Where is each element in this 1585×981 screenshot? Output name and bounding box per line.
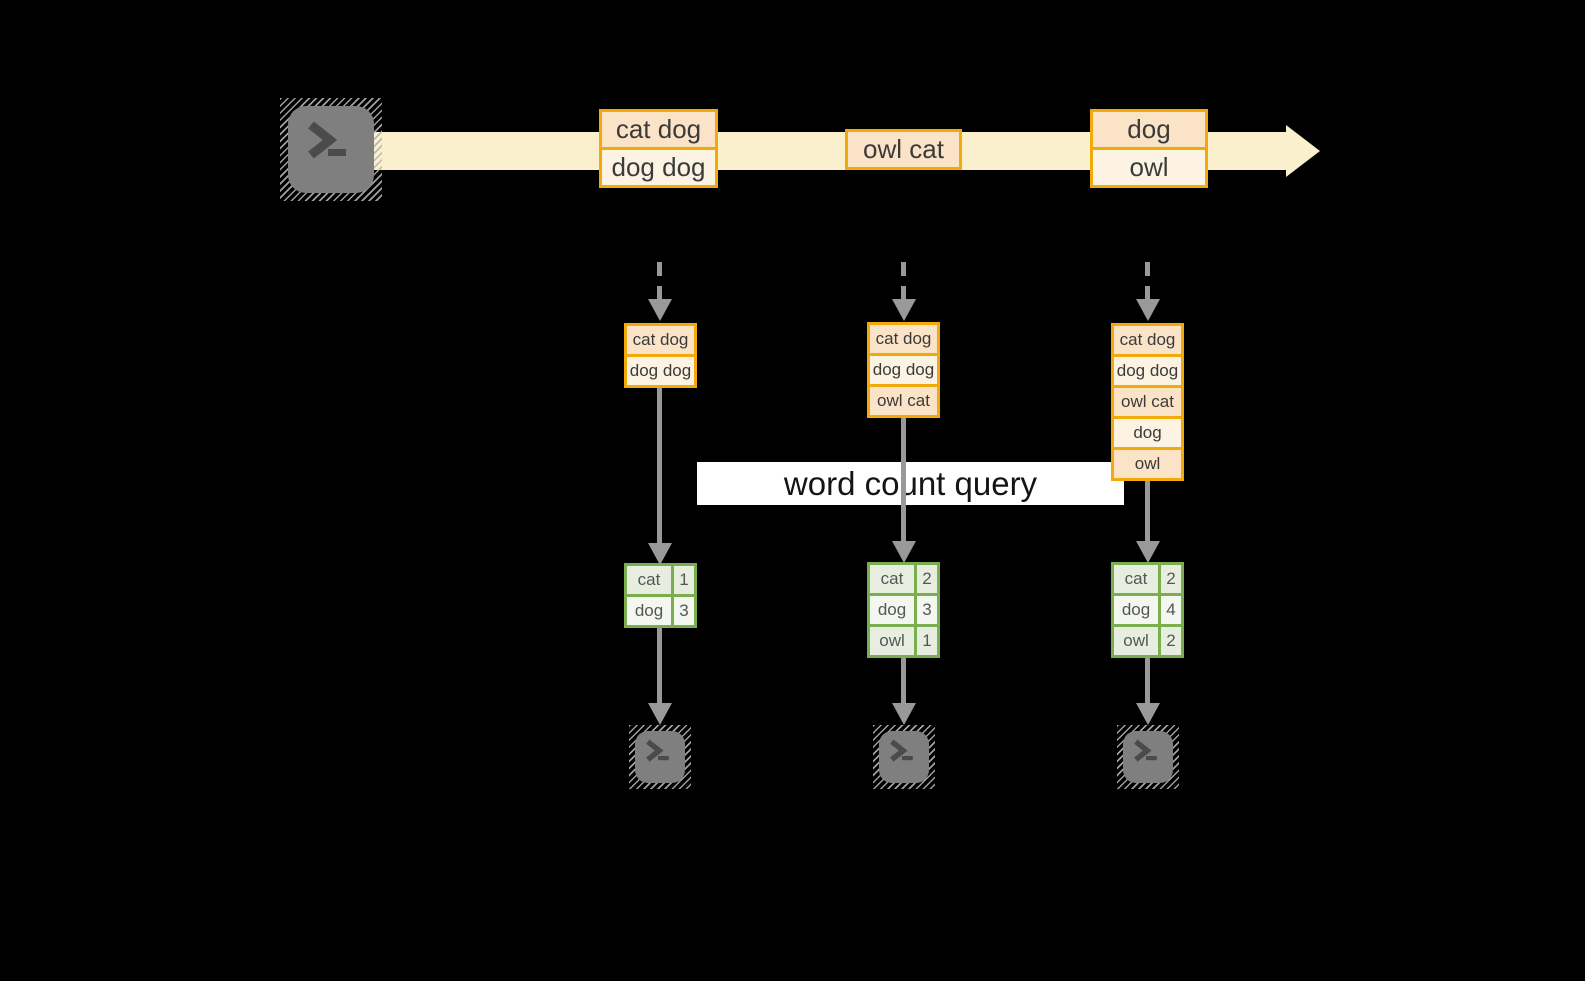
dashed-arrow-head — [892, 299, 916, 321]
terminal-prompt-icon — [890, 739, 913, 762]
event-line: dog dog — [602, 147, 715, 185]
output-arrow-head — [892, 703, 916, 725]
count-table-row: owl 2 — [1114, 624, 1181, 655]
word-cell: cat — [1114, 565, 1161, 593]
count-table-row: cat 2 — [1114, 565, 1181, 593]
word-cell: owl — [870, 627, 917, 655]
dashed-arrow-line — [657, 262, 662, 300]
word-cell: dog — [870, 596, 917, 624]
query-arrow-line — [901, 418, 906, 542]
buffer-row: dog — [1114, 416, 1181, 447]
query-arrow-head — [1136, 541, 1160, 563]
terminal-prompt-icon — [308, 121, 346, 159]
count-cell: 2 — [1161, 627, 1181, 655]
query-arrow-head — [648, 543, 672, 565]
count-cell: 4 — [1161, 596, 1181, 624]
query-arrow-line — [657, 388, 662, 544]
stream-event-1: cat dog dog dog — [599, 109, 718, 188]
word-cell: dog — [627, 597, 674, 625]
count-cell: 3 — [674, 597, 694, 625]
terminal-prompt-icon — [1134, 739, 1157, 762]
count-table-row: owl 1 — [870, 624, 937, 655]
buffer-row: dog dog — [627, 354, 694, 385]
event-line: dog — [1093, 112, 1205, 147]
event-line: owl — [1093, 147, 1205, 185]
event-buffer-1: cat dog dog dog — [624, 323, 697, 388]
buffer-row: cat dog — [627, 326, 694, 354]
buffer-row: cat dog — [1114, 326, 1181, 354]
terminal-prompt-icon — [646, 739, 669, 762]
count-table-row: dog 4 — [1114, 593, 1181, 624]
output-arrow-head — [648, 703, 672, 725]
buffer-row: dog dog — [1114, 354, 1181, 385]
count-cell: 1 — [917, 627, 937, 655]
count-table-3: cat 2 dog 4 owl 2 — [1111, 562, 1184, 658]
event-buffer-3: cat dog dog dog owl cat dog owl — [1111, 323, 1184, 481]
count-table-row: cat 1 — [627, 566, 694, 594]
output-arrow-line — [901, 658, 906, 703]
count-table-2: cat 2 dog 3 owl 1 — [867, 562, 940, 658]
word-cell: dog — [1114, 596, 1161, 624]
output-terminal-1 — [629, 725, 691, 789]
buffer-row: owl — [1114, 447, 1181, 478]
stream-arrow-head — [1286, 125, 1320, 177]
count-cell: 2 — [917, 565, 937, 593]
count-cell: 3 — [917, 596, 937, 624]
buffer-row: owl cat — [870, 384, 937, 415]
output-arrow-head — [1136, 703, 1160, 725]
count-table-row: cat 2 — [870, 565, 937, 593]
event-line: owl cat — [848, 132, 959, 167]
count-table-row: dog 3 — [627, 594, 694, 625]
buffer-row: cat dog — [870, 325, 937, 353]
word-cell: cat — [627, 566, 674, 594]
word-cell: owl — [1114, 627, 1161, 655]
stream-event-2: owl cat — [845, 129, 962, 170]
source-terminal — [280, 98, 382, 201]
buffer-row: dog dog — [870, 353, 937, 384]
query-arrow-line — [1145, 481, 1150, 542]
output-terminal-2 — [873, 725, 935, 789]
output-terminal-3 — [1117, 725, 1179, 789]
count-cell: 2 — [1161, 565, 1181, 593]
stream-event-3: dog owl — [1090, 109, 1208, 188]
count-table-1: cat 1 dog 3 — [624, 563, 697, 628]
query-arrow-head — [892, 541, 916, 563]
count-table-row: dog 3 — [870, 593, 937, 624]
dashed-arrow-head — [1136, 299, 1160, 321]
dashed-arrow-head — [648, 299, 672, 321]
word-cell: cat — [870, 565, 917, 593]
event-buffer-2: cat dog dog dog owl cat — [867, 322, 940, 418]
dashed-arrow-line — [901, 262, 906, 300]
count-cell: 1 — [674, 566, 694, 594]
output-arrow-line — [657, 628, 662, 703]
word-count-query-label: word count query — [697, 462, 1124, 505]
event-line: cat dog — [602, 112, 715, 147]
output-arrow-line — [1145, 658, 1150, 703]
dashed-arrow-line — [1145, 262, 1150, 300]
buffer-row: owl cat — [1114, 385, 1181, 416]
